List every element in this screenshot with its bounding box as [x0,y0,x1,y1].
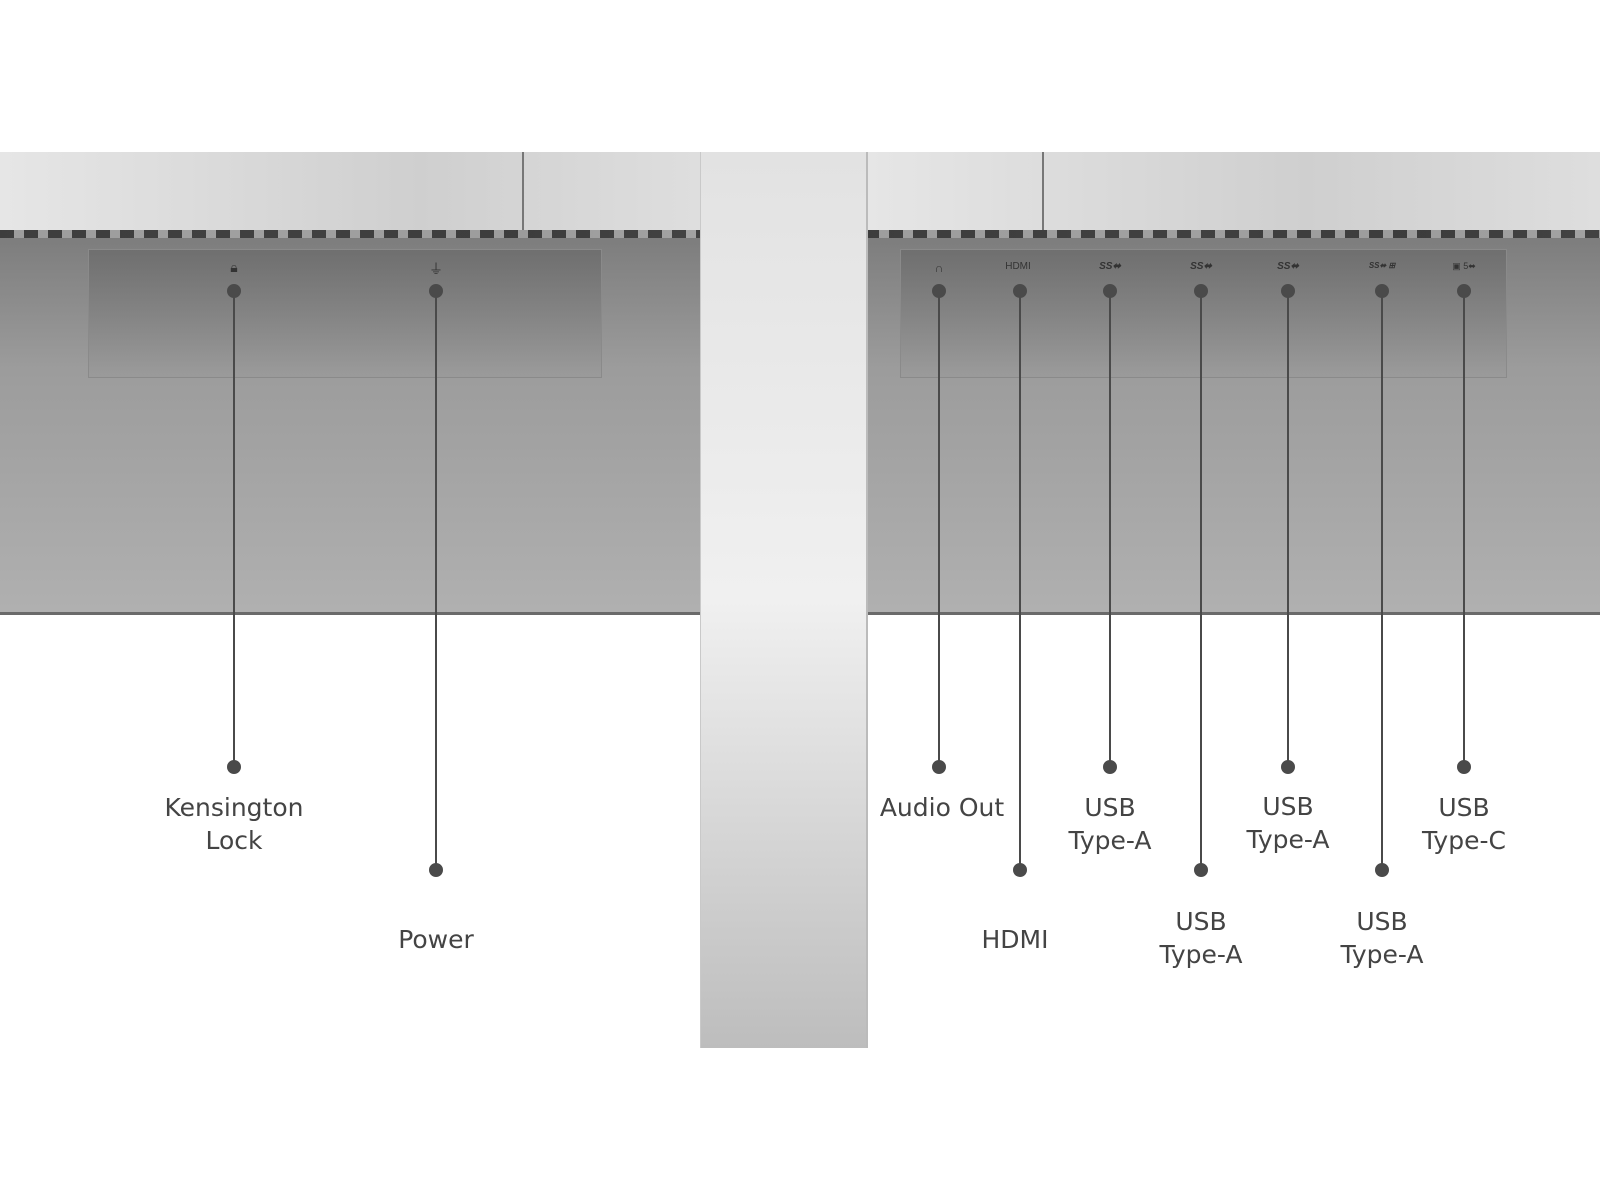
label-line: USB [1262,792,1314,821]
usb-superspeed-icon: SS⬌ [1277,261,1299,272]
label-line: USB [1084,793,1136,822]
label-usb-a-2: USB Type-A [1160,905,1243,971]
label-line: Type-C [1422,826,1506,855]
label-line: Type-A [1159,940,1243,969]
label-line: USB [1356,907,1408,936]
callout-audio [932,284,946,774]
callout-usb-a-3 [1281,284,1295,774]
callout-usb-c [1457,284,1471,774]
right-port-plate [900,249,1507,378]
monitor-stand [700,152,868,1048]
callout-power [429,284,443,877]
label-usb-a-3: USB Type-A [1247,790,1330,856]
power-plug-icon: ⏚ [429,261,443,277]
callout-usb-a-2 [1194,284,1208,877]
callout-usb-a-1 [1103,284,1117,774]
lock-icon: 🔒︎ [230,259,238,275]
label-line: Type-A [1340,940,1424,969]
label-kensington-lock: Kensington Lock [164,791,303,857]
headphones-icon: ∩ [934,261,944,275]
callout-hdmi [1013,284,1027,877]
monitor-right-rear [865,152,1600,615]
usb-superspeed-charging-icon: SS⬌ ⊞ [1368,261,1396,270]
label-line: Type-A [1246,825,1330,854]
label-line: Lock [205,826,263,855]
callout-usb-a-4 [1375,284,1389,877]
label-line: Kensington [164,793,304,822]
callout-kensington [227,284,241,774]
label-line: USB [1175,907,1227,936]
monitor-left-rear [0,152,700,615]
label-usb-c: USB Type-C [1422,791,1506,857]
label-line: Type-A [1068,826,1152,855]
usb-superspeed-icon: SS⬌ [1190,261,1212,272]
label-usb-a-4: USB Type-A [1341,905,1424,971]
label-audio-out: Audio Out [879,793,1005,822]
usb-superspeed-icon: SS⬌ [1099,261,1121,272]
label-power: Power [398,925,474,954]
usb-c-display-icon: ▣ 5⬌ [1452,261,1476,271]
left-port-plate [88,249,602,378]
label-hdmi: HDMI [981,925,1049,954]
label-line: USB [1438,793,1490,822]
hdmi-icon: HDMI [1005,261,1031,272]
label-usb-a-1: USB Type-A [1069,791,1152,857]
